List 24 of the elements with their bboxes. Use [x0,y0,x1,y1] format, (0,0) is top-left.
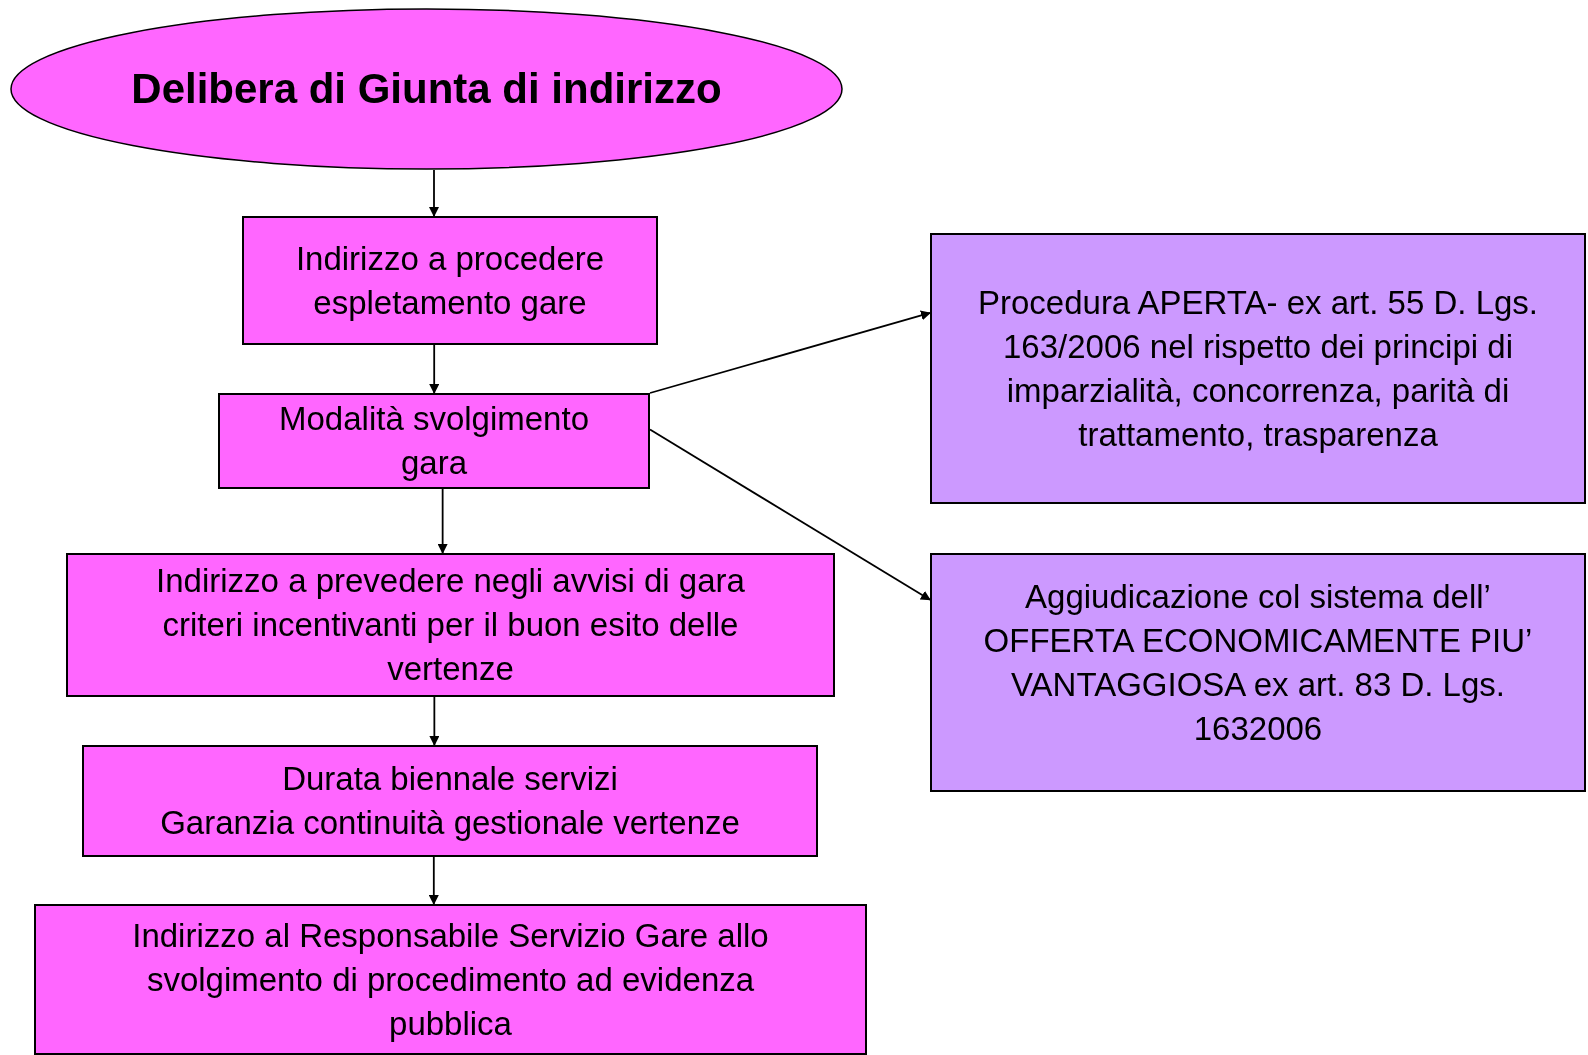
box-text: Modalità svolgimento gara [278,399,590,483]
arrow [437,488,448,554]
process-box [218,393,650,489]
process-box [930,233,1586,504]
box-text: Indirizzo a procedere espletamento gare [294,238,606,323]
arrow [429,169,439,217]
box-text: Indirizzo al Responsabile Servizio Gare allo svolgimento di procedimento ad evidenza pubblica [131,915,770,1044]
arrow [428,856,439,905]
arrow [649,428,931,601]
box-text: Durata biennale servizi [282,759,618,799]
box-text: Aggiudicazione col sistema dell’ OFFERTA ECONOMICAMENTE PIU’ VANTAGGIOSA ex art. 83 D. Lgs. 1632006 [982,576,1534,749]
arrow [429,696,440,746]
box-text: Garanzia continuità gestionale vertenze [160,803,740,843]
arrow [649,310,931,394]
process-box [930,553,1586,792]
box-text: Indirizzo a prevedere negli avvisi di gara criteri incentivanti per il buon esito delle vertenze [155,561,746,689]
arrow [429,344,440,394]
process-box [34,904,867,1055]
start-ellipse [10,8,843,170]
box-text: Procedura APERTA- ex art. 55 D. Lgs. 163/2006 nel rispetto dei principi di imparzialità, concorrenza, parità di trattamento, trasparenza [976,282,1539,455]
process-box [66,553,835,697]
title-text: Delibera di Giunta di indirizzo [131,64,722,114]
process-box [242,216,658,345]
process-box [82,745,818,857]
